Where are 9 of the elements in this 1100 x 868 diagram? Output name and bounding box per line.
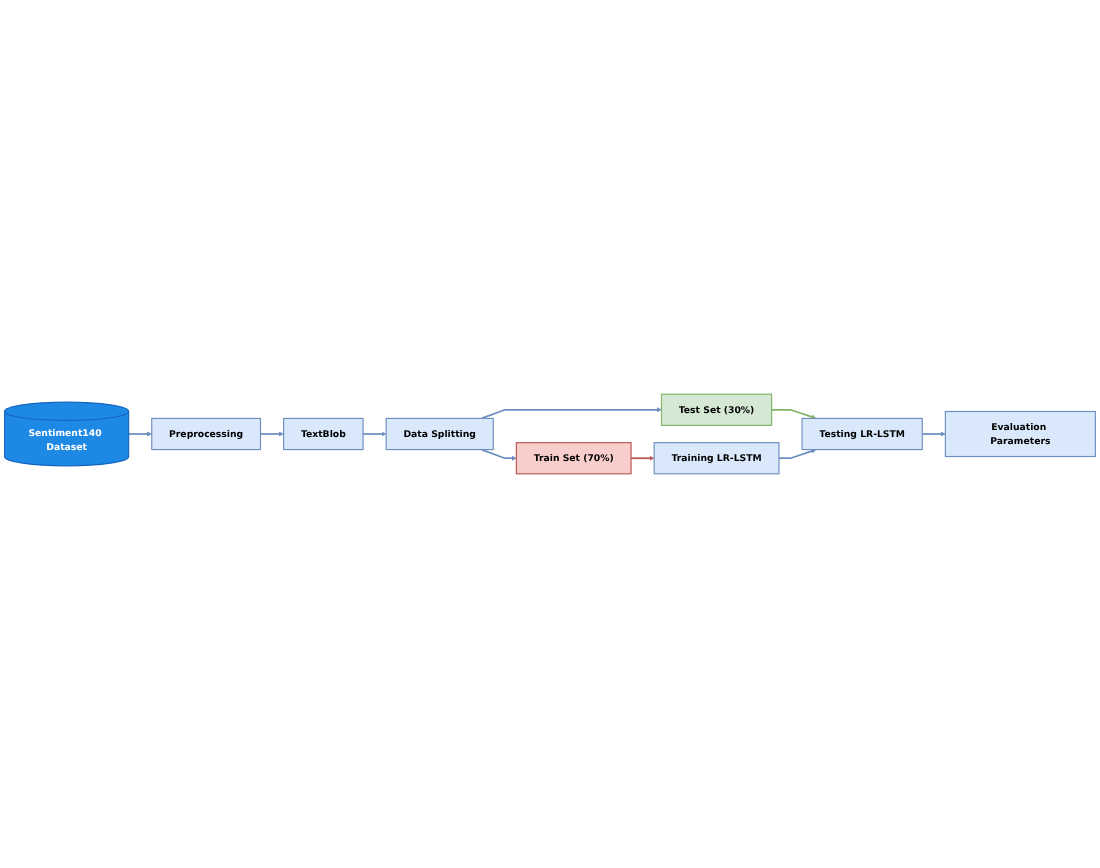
arrow [480, 407, 662, 420]
arrow [630, 455, 655, 461]
arrow [921, 431, 946, 437]
arrow [778, 448, 817, 460]
arrow [259, 431, 284, 437]
arrow [770, 408, 817, 420]
arrow [127, 431, 152, 437]
arrow [480, 448, 517, 461]
arrow [362, 431, 387, 437]
